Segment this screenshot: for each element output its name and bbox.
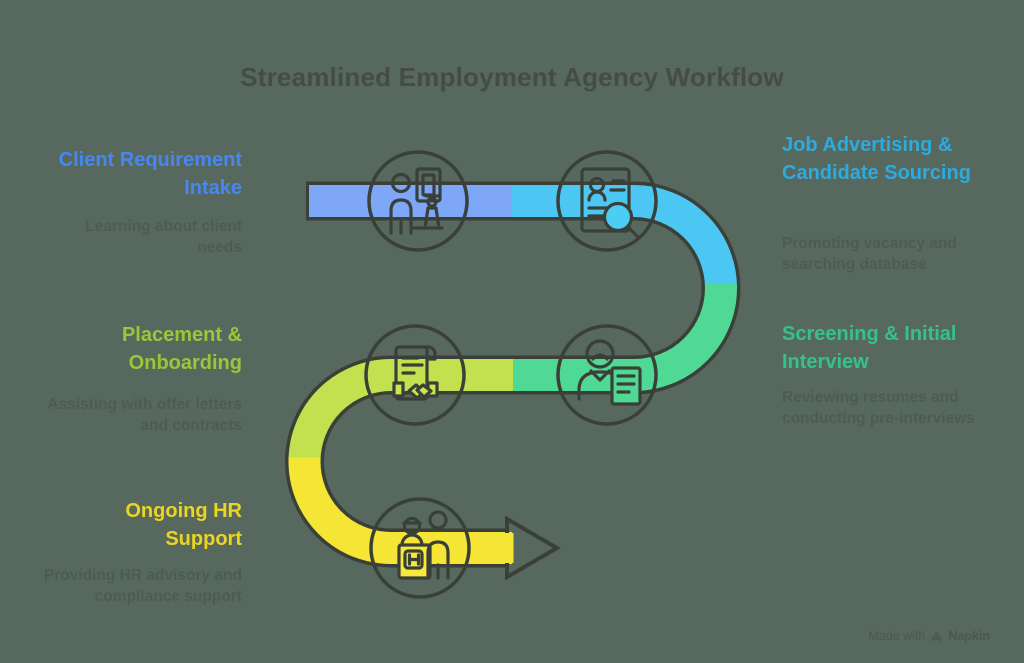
step-4-node	[364, 324, 466, 426]
arrow-joint-patch	[503, 533, 514, 563]
attribution: Made with Napkin	[868, 629, 990, 643]
brand-label: Napkin	[948, 629, 990, 643]
napkin-logo-icon	[931, 631, 942, 642]
step-2-title: Job Advertising & Candidate Sourcing	[782, 134, 971, 184]
step-3-title: Screening & Initial Interview	[782, 323, 957, 373]
step-4-description: Assisting with offer letters and contrac…	[47, 396, 242, 434]
step-5-title: Ongoing HR Support	[125, 500, 242, 550]
interview-icon	[577, 339, 642, 406]
step-5-description: Providing HR advisory and compliance sup…	[43, 567, 242, 605]
step-1-node	[367, 150, 469, 252]
made-with-label: Made with	[868, 629, 926, 643]
step-3-description: Reviewing resumes and conducting pre-int…	[782, 389, 975, 427]
step-3-node	[556, 324, 658, 426]
step-1-title: Client Requirement Intake	[58, 149, 242, 199]
step-5-node	[369, 497, 471, 599]
step-1-description: Learning about client needs	[85, 218, 242, 256]
flow-segment-lime	[288, 359, 513, 463]
flow-segment-yellow	[288, 457, 512, 564]
flow-segment-cyan	[512, 185, 737, 289]
flow-segment-green	[510, 284, 737, 391]
hr-support-icon	[397, 510, 450, 580]
client-meeting-icon	[389, 167, 444, 235]
step-4-title: Placement & Onboarding	[121, 324, 242, 374]
resume-search-icon	[580, 167, 641, 240]
page-title: Streamlined Employment Agency Workflow	[240, 62, 784, 92]
flow-arrow-head	[505, 515, 561, 581]
contract-handshake-icon	[392, 345, 439, 401]
step-2-description: Promoting vacancy and searching database	[782, 235, 957, 273]
step-2-node	[556, 150, 658, 252]
